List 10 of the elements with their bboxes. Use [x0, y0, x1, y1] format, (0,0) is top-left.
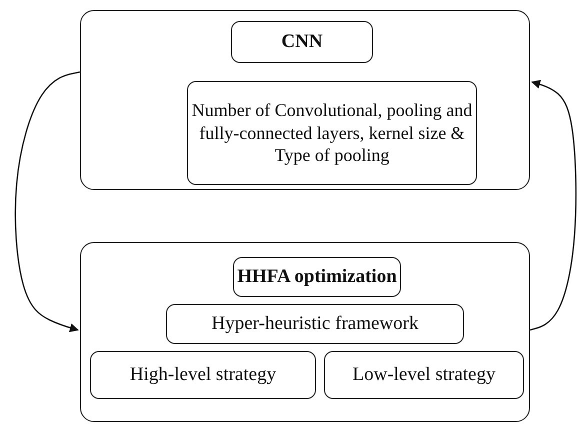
text-box: Low-level strategy	[324, 351, 524, 399]
title-box: HHFA optimization	[233, 257, 401, 297]
container-box	[80, 242, 530, 422]
curved-arrow	[530, 80, 577, 331]
text-box: High-level strategy	[90, 351, 316, 399]
title-box: CNN	[231, 21, 373, 63]
text-box: Number of Convolutional, pooling and fully-connected layers, kernel size & Type of pooling	[187, 81, 477, 185]
container-box	[80, 10, 530, 190]
curved-arrow	[14, 71, 80, 332]
text-box: Hyper-heuristic framework	[166, 304, 464, 344]
